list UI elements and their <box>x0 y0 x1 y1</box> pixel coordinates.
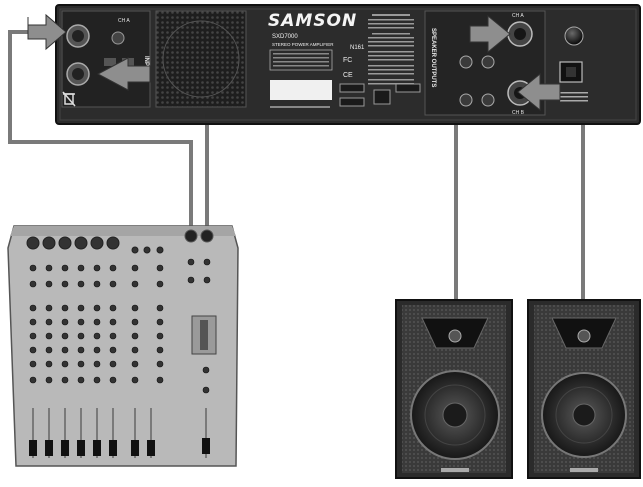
amp-subtitle: STEREO POWER AMPLIFIER <box>272 42 334 47</box>
input-jack-a[interactable] <box>104 58 116 66</box>
arrow-into-power-b <box>517 72 561 112</box>
speaker-left <box>395 299 513 479</box>
mode-switches[interactable] <box>339 83 421 107</box>
cert-mark: N161 <box>350 45 365 51</box>
arrow-into-output-a <box>469 14 511 54</box>
ce-mark: CE <box>343 72 353 79</box>
serial-label <box>270 80 332 100</box>
wheelie-bin-icon <box>62 91 76 107</box>
arrow-into-input-a <box>27 13 67 51</box>
fcc-mark: FC <box>343 57 352 64</box>
channel-faders[interactable] <box>29 408 210 458</box>
model-name: SXD7000 <box>272 34 298 40</box>
mixing-console <box>7 225 239 467</box>
spec-text-block <box>368 14 414 85</box>
ground-lift-switch[interactable] <box>111 31 125 45</box>
fan-grille <box>155 10 247 108</box>
speaker-right <box>527 299 641 479</box>
binding-posts[interactable] <box>459 55 495 107</box>
brand-logo: SAMSON <box>268 11 357 31</box>
input-ch-a-label: CH A <box>118 18 130 24</box>
arrow-into-input-b <box>96 57 151 91</box>
main-out-right-jack[interactable] <box>200 229 214 243</box>
main-out-left-jack[interactable] <box>184 229 198 243</box>
speaker-outputs-label: SPEAKER OUTPUTS <box>430 28 436 87</box>
mixer-input-jacks[interactable] <box>26 236 164 254</box>
output-ch-b-label: CH B <box>512 110 525 116</box>
signal-arrows <box>27 13 561 112</box>
cable-mixer-to-input-a <box>8 30 193 230</box>
mixer-knobs[interactable] <box>29 258 211 394</box>
output-ch-a-label: CH A <box>512 13 524 19</box>
breaker-knob[interactable] <box>564 26 584 46</box>
power-amplifier: INPUTS CH A SAMSON SXD7000 STEREO POWER … <box>55 4 641 125</box>
